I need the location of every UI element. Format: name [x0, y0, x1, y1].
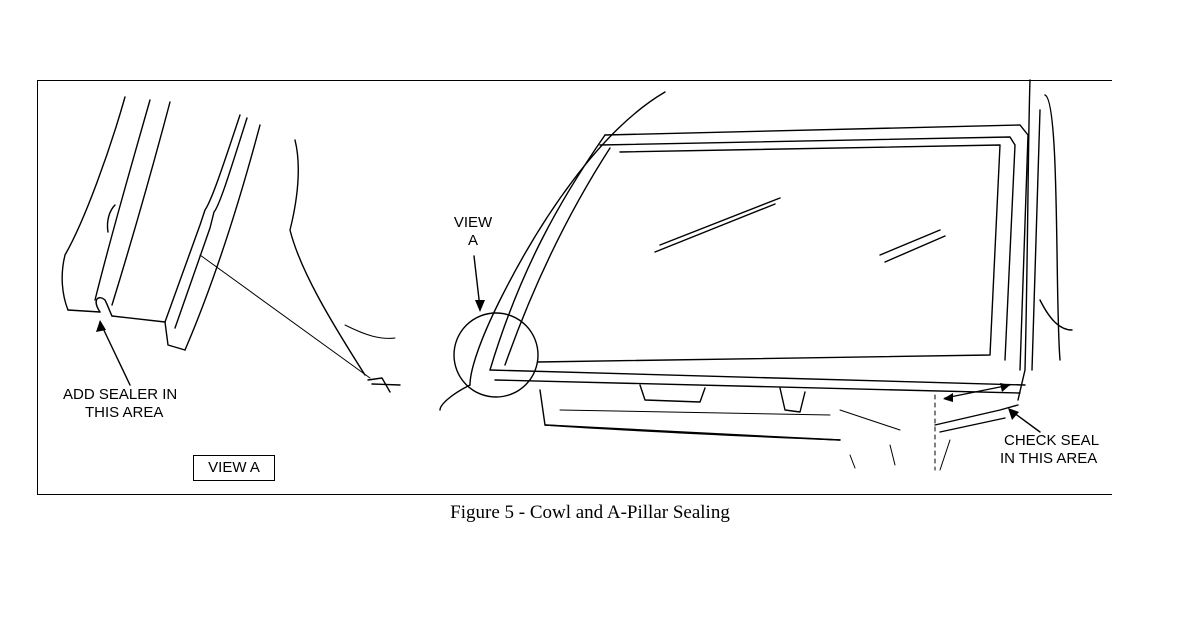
- check-seal-line1: CHECK SEAL: [1004, 432, 1100, 449]
- view-a-detail-drawing: [61, 96, 401, 393]
- check-seal-label: CHECK SEAL IN THIS AREA: [1000, 432, 1099, 468]
- view-a-pointer-line2: A: [467, 232, 478, 249]
- view-a-pointer-label: VIEW A: [452, 214, 494, 250]
- add-sealer-label: ADD SEALER IN THIS AREA: [63, 386, 177, 422]
- view-a-circle: [453, 312, 539, 398]
- view-a-pointer-line1: VIEW: [453, 214, 493, 231]
- check-seal-line2: IN THIS AREA: [1000, 450, 1098, 467]
- windshield-cowl-drawing: [439, 79, 1073, 471]
- add-sealer-line1: ADD SEALER IN: [63, 386, 178, 403]
- figure-caption: Figure 5 - Cowl and A-Pillar Sealing: [450, 502, 730, 523]
- figure-frame: [37, 80, 1112, 495]
- view-a-box-label: VIEW A: [193, 455, 275, 481]
- add-sealer-line2: THIS AREA: [85, 404, 164, 421]
